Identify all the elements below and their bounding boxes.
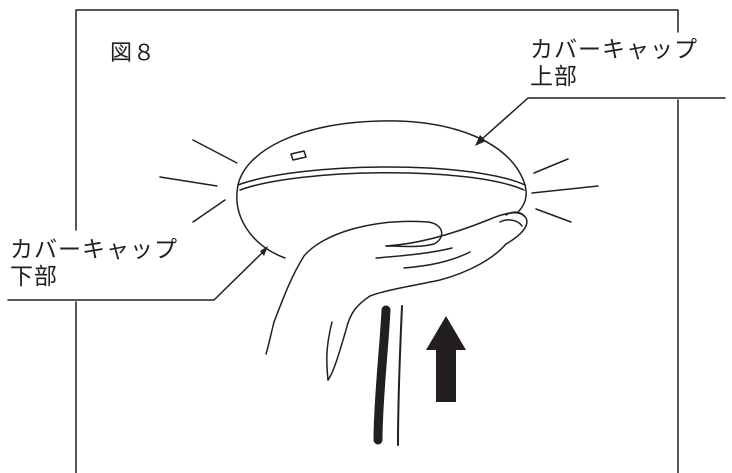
upper-callout-leader (481, 97, 726, 140)
figure-label: 図８ (110, 41, 157, 66)
lower-cover-cap-label: カバーキャップ 下部 (10, 237, 178, 291)
lower-label-line2: 下部 (10, 264, 58, 290)
lower-leader-arrowhead (260, 246, 268, 256)
hand-drawing (265, 211, 528, 381)
lower-label-line1: カバーキャップ (10, 237, 178, 263)
figure-frame (75, 9, 679, 473)
power-cords (373, 305, 403, 446)
upper-leader-arrowhead (475, 135, 486, 146)
up-arrow (426, 316, 466, 402)
glow-lines-right (531, 158, 599, 223)
upper-label-line1: カバーキャップ (530, 37, 698, 63)
lower-callout-leader (7, 250, 265, 301)
glow-lines-left (159, 139, 238, 223)
upper-label-line2: 上部 (530, 64, 578, 90)
cover-cap-light (236, 120, 527, 259)
upper-cover-cap-label: カバーキャップ 上部 (530, 37, 698, 91)
